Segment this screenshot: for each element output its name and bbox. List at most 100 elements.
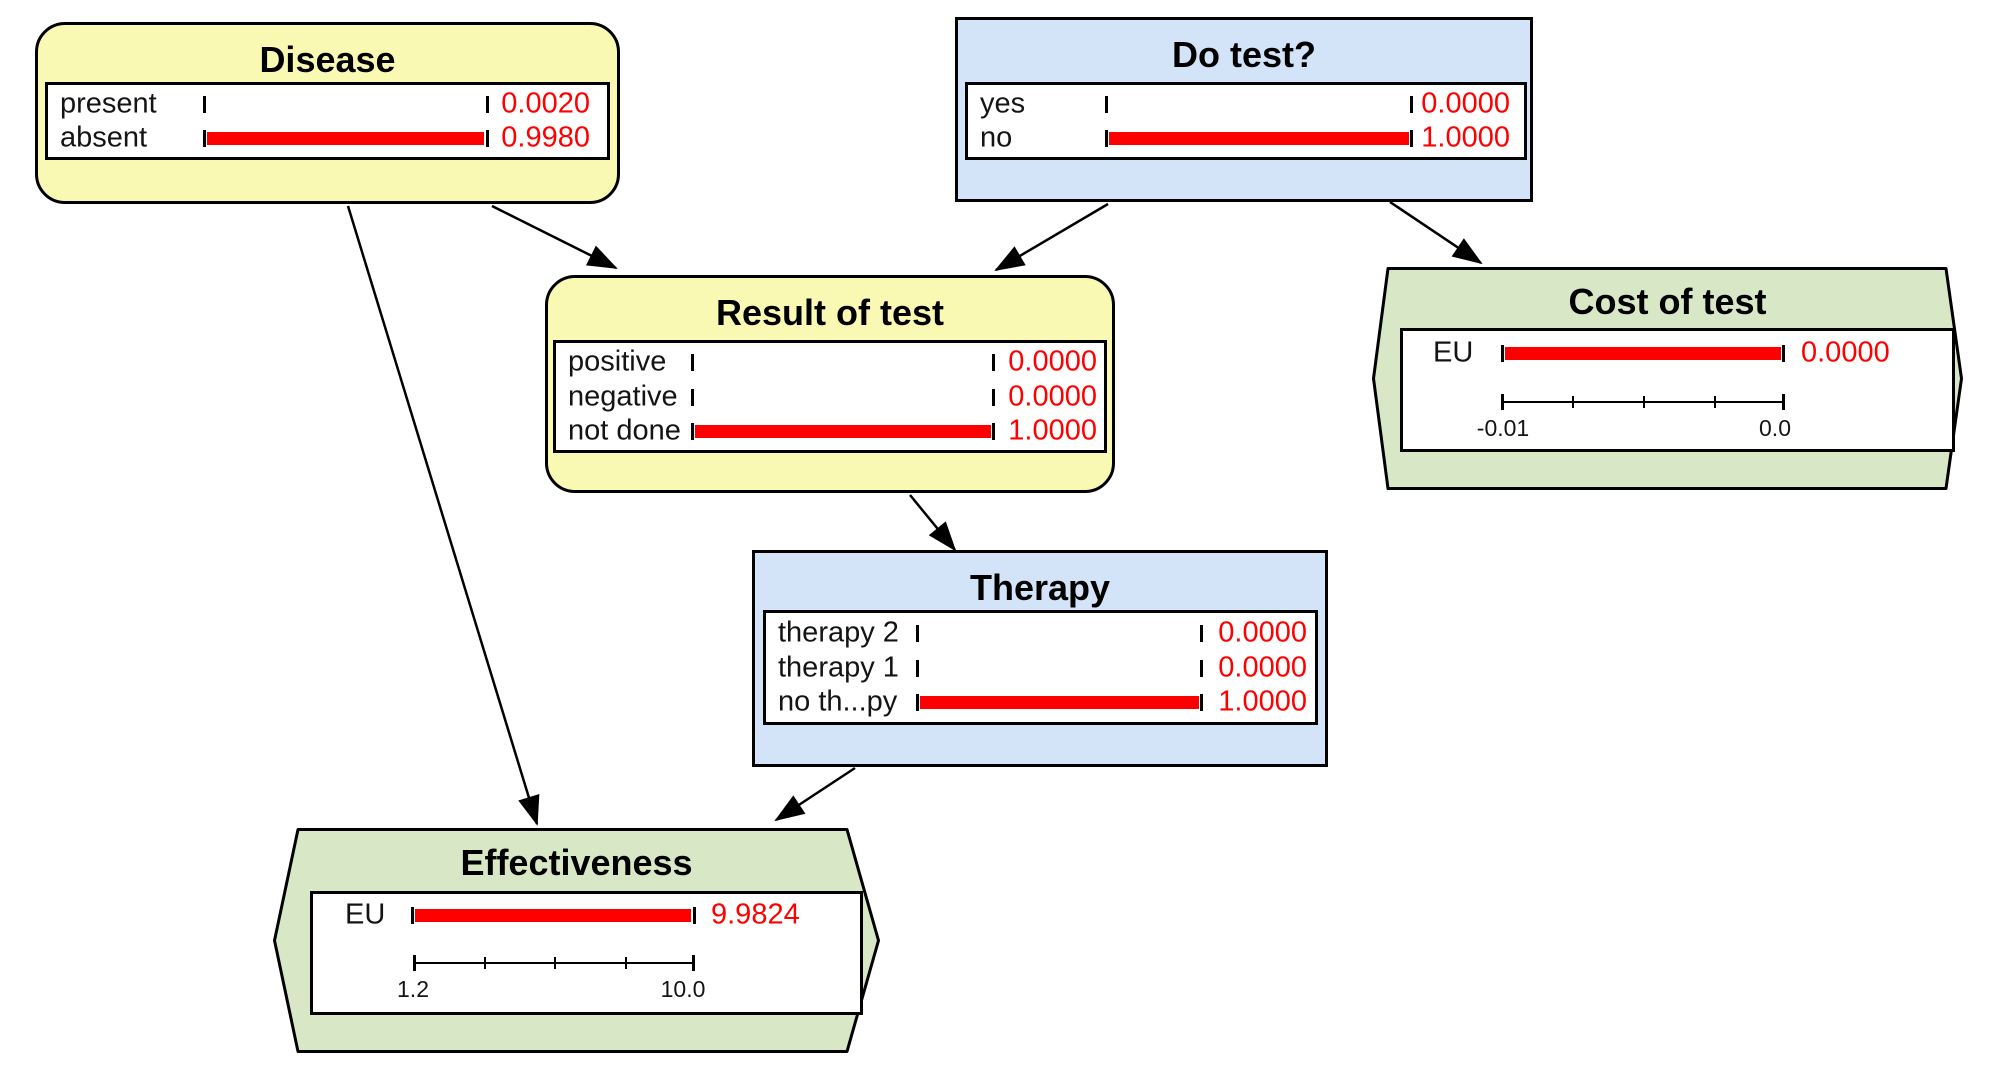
eu-value: 9.9824 (711, 898, 800, 931)
node-result-of-test[interactable]: Result of test positive 0.0000 negative (545, 275, 1115, 493)
bar-end-tick (1410, 96, 1413, 113)
probability-bar (207, 132, 484, 145)
bar-end-tick (486, 96, 489, 113)
scale-tick (692, 955, 695, 971)
edge-therapy-effectiveness (774, 766, 856, 822)
bar-start-tick (916, 624, 919, 642)
edge-disease-effectiveness (346, 205, 540, 826)
probability-bar-area (916, 618, 1203, 648)
state-value: 0.0020 (501, 87, 590, 120)
probability-bar-area (1105, 123, 1413, 153)
state-row-negative: negative 0.0000 (556, 380, 1104, 412)
state-row-absent: absent 0.9980 (48, 121, 607, 154)
states-box: EU 9.9824 1.2 10.0 (310, 891, 863, 1015)
bar-start-tick (916, 694, 919, 712)
bar-end-tick (693, 907, 696, 924)
state-label: no th...py (778, 685, 898, 718)
state-label: absent (60, 121, 148, 154)
bar-start-tick (691, 388, 694, 406)
bar-end-tick (992, 422, 995, 440)
node-disease[interactable]: Disease present 0.0020 absent 0.9980 (35, 22, 620, 204)
probability-bar-area (203, 123, 489, 153)
utility-bar (415, 909, 691, 922)
state-label: present (60, 87, 157, 120)
scale-tick (1643, 396, 1645, 408)
states-box: EU 0.0000 -0.01 0.0 (1400, 328, 1955, 452)
state-label: yes (980, 87, 1026, 120)
state-row-positive: positive 0.0000 (556, 345, 1104, 378)
node-title: Result of test (715, 292, 945, 333)
states-box: therapy 2 0.0000 therapy 1 0.0000 no t (763, 610, 1318, 725)
bar-end-tick (992, 354, 995, 372)
eu-label: EU (1433, 336, 1474, 369)
state-row-not-done: not done 1.0000 (556, 414, 1104, 447)
bar-start-tick (691, 422, 694, 440)
node-title: Disease (259, 39, 396, 80)
states-box: positive 0.0000 negative 0.0000 not do (553, 340, 1107, 453)
probability-bar-area (691, 347, 995, 377)
bar-end-tick (1782, 345, 1785, 362)
state-value: 0.0000 (1218, 616, 1307, 649)
bar-end-tick (1410, 130, 1413, 147)
state-label: therapy 1 (778, 651, 899, 683)
bar-start-tick (691, 354, 694, 372)
node-cost-of-test[interactable]: Cost of test EU 0.0000 -0.01 0.0 (1372, 267, 1963, 490)
state-value: 1.0000 (1421, 121, 1510, 154)
state-value: 0.9980 (501, 121, 590, 154)
eu-label: EU (345, 898, 386, 931)
state-row-therapy1: therapy 1 0.0000 (766, 651, 1315, 683)
bar-end-tick (486, 130, 489, 147)
state-row-no: no 1.0000 (968, 121, 1524, 154)
state-value: 1.0000 (1218, 685, 1307, 718)
state-row-no-therapy: no th...py 1.0000 (766, 685, 1315, 718)
scale-max-label: 0.0 (1759, 415, 1791, 441)
scale-tick (1572, 396, 1574, 408)
state-row-eu: EU 9.9824 (313, 898, 860, 931)
state-row-eu: EU 0.0000 (1403, 336, 1952, 369)
state-value: 1.0000 (1008, 414, 1097, 447)
node-title: Therapy (969, 567, 1111, 608)
scale-min-label: 1.2 (397, 976, 429, 1002)
utility-bar-area (1501, 338, 1785, 368)
node-do-test[interactable]: Do test? yes 0.0000 no 1.0000 (955, 17, 1533, 202)
state-value: 0.0000 (1008, 345, 1097, 378)
node-title: Cost of test (1568, 281, 1767, 322)
state-label: therapy 2 (778, 616, 899, 649)
probability-bar-area (916, 653, 1203, 683)
scale-tick (483, 957, 486, 969)
edge-dotest-cost (1389, 200, 1483, 265)
bar-start-tick (203, 130, 206, 147)
state-label: negative (568, 380, 678, 412)
state-row-yes: yes 0.0000 (968, 87, 1524, 120)
bar-end-tick (1200, 659, 1203, 677)
bar-end-tick (1200, 694, 1203, 712)
bar-start-tick (1105, 96, 1108, 113)
probability-bar (1109, 132, 1409, 145)
bar-start-tick (916, 659, 919, 677)
state-value: 0.0000 (1218, 651, 1307, 683)
probability-bar (695, 424, 991, 438)
node-therapy[interactable]: Therapy therapy 2 0.0000 therapy 1 0.000 (752, 550, 1328, 767)
scale-tick (1714, 396, 1716, 408)
utility-scale-ruler: 1.2 10.0 (397, 954, 705, 1004)
bar-start-tick (1105, 130, 1108, 147)
probability-bar-area (1105, 89, 1413, 119)
utility-bar (1505, 347, 1781, 360)
state-row-present: present 0.0020 (48, 87, 607, 120)
bar-end-tick (992, 388, 995, 406)
scale-tick (554, 957, 556, 969)
state-label: not done (568, 414, 681, 447)
bar-start-tick (411, 907, 414, 924)
edge-disease-result (491, 204, 618, 270)
utility-scale-ruler: -0.01 0.0 (1477, 393, 1791, 443)
eu-value: 0.0000 (1801, 336, 1890, 369)
node-effectiveness[interactable]: Effectiveness EU 9.9824 1.2 10.0 (273, 828, 880, 1053)
bar-end-tick (1200, 624, 1203, 642)
scale-tick (624, 957, 627, 969)
bar-start-tick (203, 96, 206, 113)
state-label: no (980, 121, 1013, 154)
probability-bar-area (203, 89, 489, 119)
scale-tick (413, 955, 416, 971)
